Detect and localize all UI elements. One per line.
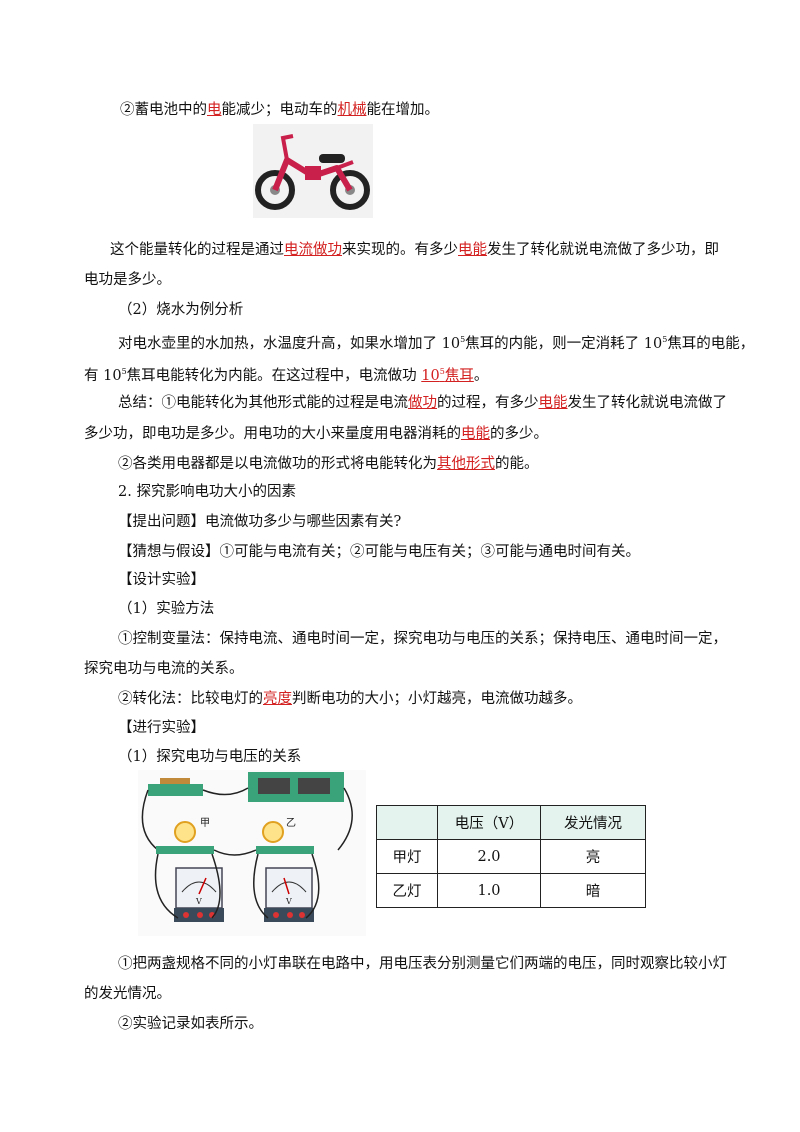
answer-text: 其他形式 xyxy=(437,456,495,472)
answer-text: 电能 xyxy=(458,242,487,258)
voltage-table: 电压（V） 发光情况 甲灯 2.0 亮 乙灯 1.0 暗 xyxy=(376,805,646,908)
circuit-diagram: 甲 乙 V V xyxy=(138,770,366,936)
section-heading: （2）烧水为例分析 xyxy=(118,302,244,318)
table-row: 乙灯 1.0 暗 xyxy=(376,873,646,908)
table-cell: 1.0 xyxy=(437,873,541,908)
meter-mark: V xyxy=(195,897,202,906)
table-row: 甲灯 2.0 亮 xyxy=(376,839,646,874)
answer-text: 亮度 xyxy=(263,691,292,707)
paragraph-kettle-cont: 有 105焦耳电能转化为内能。在这过程中，电流做功 105焦耳。 xyxy=(84,367,489,384)
section-heading: 【进行实验】 xyxy=(118,720,205,736)
section-heading: （1）实验方法 xyxy=(118,601,215,617)
paragraph-method-cont: 探究电功与电流的关系。 xyxy=(84,661,244,677)
section-heading: （1）探究电功与电压的关系 xyxy=(118,749,302,765)
lamp-label: 甲 xyxy=(200,818,210,829)
paragraph-method: ①控制变量法：保持电流、通电时间一定，探究电功与电压的关系；保持电压、通电时间一… xyxy=(118,631,727,647)
table-header-cell: 电压（V） xyxy=(437,805,541,840)
answer-text: 做功 xyxy=(408,395,437,411)
table-cell: 甲灯 xyxy=(376,839,438,874)
table-cell: 暗 xyxy=(540,873,646,908)
paragraph-summary-cont: 多少功，即电功是多少。用电功的大小来量度用电器消耗的电能的多少。 xyxy=(84,426,548,442)
paragraph-conversion: ②转化法：比较电灯的亮度判断电功的大小；小灯越亮，电流做功越多。 xyxy=(118,691,582,707)
table-header-cell xyxy=(376,805,438,840)
answer-text: 电能 xyxy=(538,395,568,411)
paragraph-summary-2: ②各类用电器都是以电流做功的形式将电能转化为其他形式的能。 xyxy=(118,456,539,472)
lamp-label: 乙 xyxy=(286,817,296,829)
answer-text: 105焦耳 xyxy=(421,367,474,384)
paragraph-procedure: ①把两盏规格不同的小灯串联在电路中，用电压表分别测量它们两端的电压，同时观察比较… xyxy=(118,956,727,972)
answer-text: 机械 xyxy=(337,102,367,118)
table-cell: 亮 xyxy=(540,839,646,874)
hypothesis-text: 【猜想与假设】①可能与电流有关；②可能与电压有关；③可能与通电时间有关。 xyxy=(118,544,640,560)
paragraph-text: 电功是多少。 xyxy=(84,272,171,288)
table-cell: 2.0 xyxy=(437,839,541,874)
paragraph-summary: 总结：①电能转化为其他形式能的过程是电流做功的过程，有多少电能发生了转化就说电流… xyxy=(118,395,727,411)
paragraph-battery: ②蓄电池中的电能减少；电动车的机械能在增加。 xyxy=(120,102,439,118)
paragraph-kettle: 对电水壶里的水加热，水温度升高，如果水增加了 105焦耳的内能，则一定消耗了 1… xyxy=(118,335,755,352)
answer-text: 电能 xyxy=(461,426,490,442)
paragraph-record: ②实验记录如表所示。 xyxy=(118,1016,263,1032)
paragraph-energy-process: 这个能量转化的过程是通过电流做功来实现的。有多少电能发生了转化就说电流做了多少功… xyxy=(110,242,719,258)
table-header-row: 电压（V） 发光情况 xyxy=(376,805,646,840)
answer-text: 电 xyxy=(207,102,222,118)
electric-bike-image xyxy=(253,124,373,218)
meter-mark: V xyxy=(285,897,292,906)
section-heading: 2. 探究影响电功大小的因素 xyxy=(118,484,296,500)
table-header-cell: 发光情况 xyxy=(540,805,646,840)
table-cell: 乙灯 xyxy=(376,873,438,908)
question-text: 【提出问题】电流做功多少与哪些因素有关? xyxy=(118,514,402,530)
paragraph-procedure-cont: 的发光情况。 xyxy=(84,986,171,1002)
answer-text: 电流做功 xyxy=(284,242,342,258)
section-heading: 【设计实验】 xyxy=(118,572,205,588)
